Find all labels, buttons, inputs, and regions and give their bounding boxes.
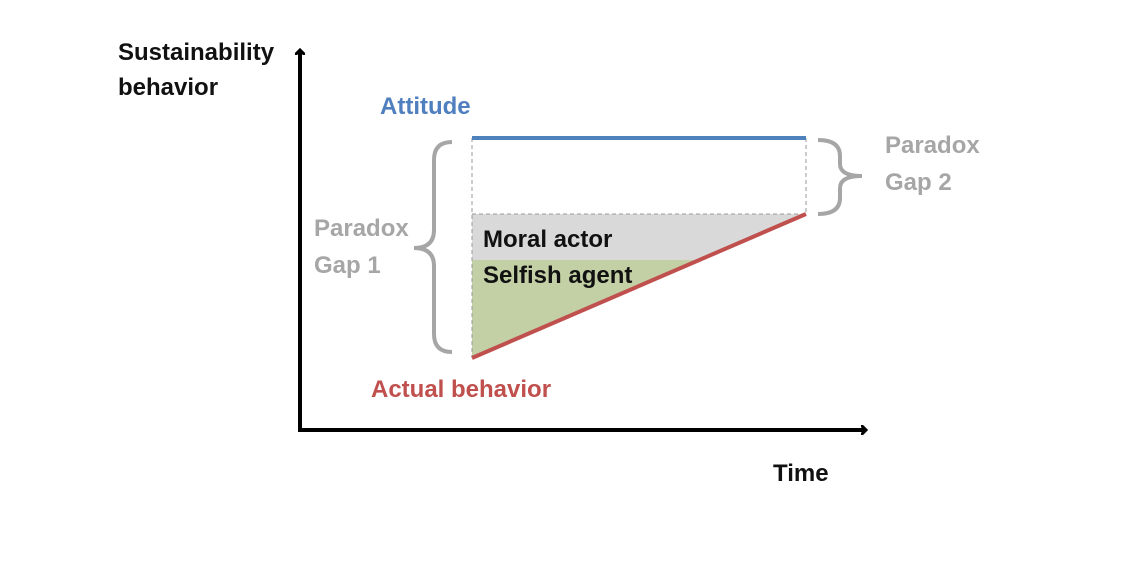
paradox-gap-2-label-line-1: Paradox: [885, 132, 980, 159]
paradox-gap-1-label-line-1: Paradox: [314, 215, 409, 242]
paradox-gap-1-bracket: [413, 140, 453, 354]
attitude-label: Attitude: [380, 93, 471, 120]
x-axis-label: Time: [773, 460, 829, 487]
actual-behavior-label: Actual behavior: [371, 376, 551, 403]
actual-behavior-line: [471, 212, 807, 360]
paradox-gap-1-label-line-2: Gap 1: [314, 252, 381, 279]
y-axis-label-line-1: Sustainability: [118, 39, 275, 66]
selfish-agent-label: Selfish agent: [483, 262, 632, 289]
y-axis-label-line-2: behavior: [118, 74, 218, 101]
paradox-gap-2-bracket: [817, 138, 863, 216]
moral-actor-label: Moral actor: [483, 226, 612, 253]
paradox-gap-2-label-line-2: Gap 2: [885, 169, 952, 196]
